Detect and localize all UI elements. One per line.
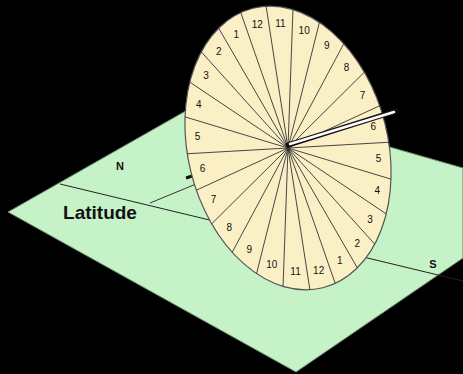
dial-plate [156, 0, 420, 312]
hour-number: 12 [313, 266, 324, 276]
hour-line [288, 22, 319, 148]
hour-line [232, 148, 288, 252]
hour-number: 10 [266, 260, 277, 270]
hour-number: 9 [324, 41, 330, 51]
hour-number: 6 [200, 164, 206, 174]
hour-number: 12 [252, 20, 263, 30]
hour-number: 4 [374, 186, 380, 196]
hour-line [185, 117, 288, 148]
hour-line [288, 72, 364, 148]
hour-number: 2 [354, 239, 360, 249]
angle-label: Latitude [63, 203, 137, 222]
hour-number: 8 [344, 63, 350, 73]
hour-number: 4 [196, 100, 202, 110]
hour-number: 8 [227, 223, 233, 233]
hour-number: 1 [337, 256, 343, 266]
hour-number: 11 [290, 267, 300, 277]
direction-label: S [429, 259, 436, 270]
leader-line [150, 184, 196, 203]
hour-number: 5 [376, 154, 382, 164]
hour-line [288, 148, 391, 179]
hour-number: 5 [195, 132, 201, 142]
hour-line [190, 82, 288, 148]
hour-line [257, 148, 288, 274]
hour-line [288, 148, 386, 214]
hour-number: 3 [203, 71, 209, 81]
hour-line [288, 148, 375, 244]
hour-line [241, 13, 288, 148]
hour-number: 1 [234, 30, 240, 40]
hour-line [266, 6, 288, 148]
hour-number: 10 [299, 26, 310, 36]
hour-line [187, 148, 288, 154]
hour-line [212, 148, 288, 224]
hour-number: 7 [360, 91, 366, 101]
hour-number: 9 [247, 245, 253, 255]
hour-line [288, 142, 389, 148]
hour-number: 11 [275, 19, 285, 29]
hour-number: 3 [367, 215, 373, 225]
hour-number: 7 [211, 195, 217, 205]
gnomon-front [290, 112, 394, 144]
hour-line [288, 148, 335, 283]
gnomon-front-outline [288, 111, 396, 145]
hour-line [288, 10, 293, 148]
hour-line [196, 148, 288, 190]
direction-label: N [116, 161, 124, 172]
dial-face [156, 0, 420, 312]
hour-number: 2 [216, 47, 222, 57]
hour-line [283, 148, 288, 286]
hour-number: 6 [371, 122, 377, 132]
